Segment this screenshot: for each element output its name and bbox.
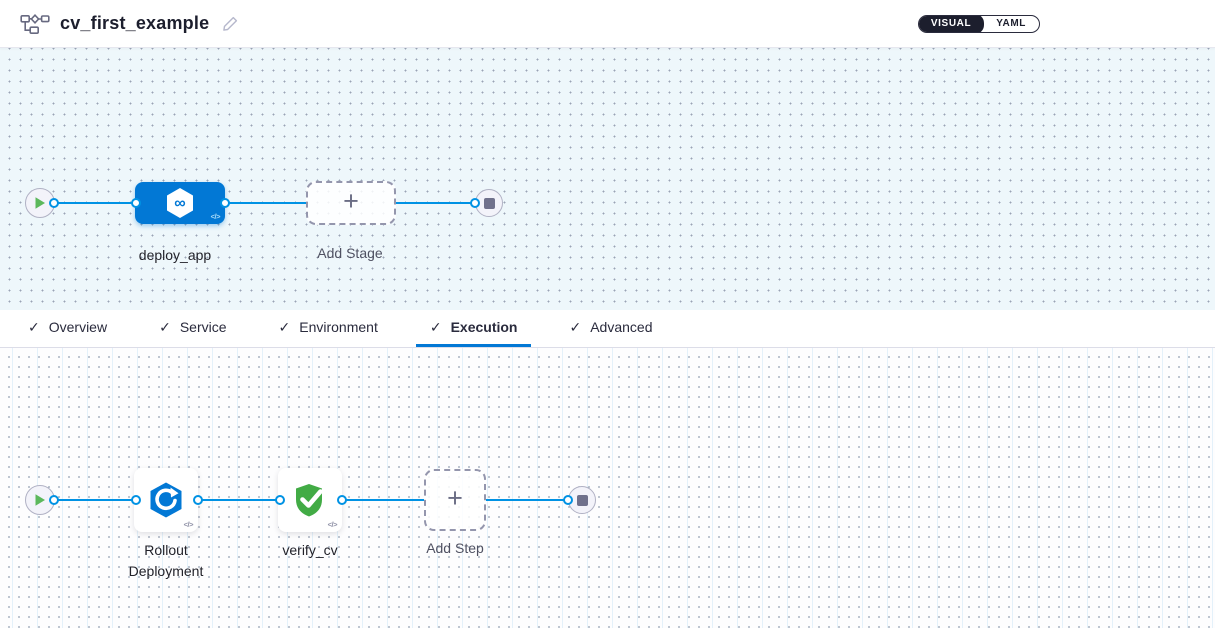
check-icon: ✓ (278, 318, 291, 335)
tab-label: Overview (48, 319, 108, 335)
execution-end-node[interactable] (568, 486, 596, 514)
tab-label: Advanced (590, 319, 653, 335)
code-icon: </> (327, 520, 338, 529)
visual-toggle-button[interactable]: VISUAL (918, 15, 985, 32)
verify-shield-check-icon (296, 484, 323, 517)
connector-endpoint (49, 198, 59, 208)
connector-endpoint (470, 198, 480, 208)
tab-label: Environment (299, 319, 378, 335)
connector-line (486, 499, 568, 501)
check-icon: ✓ (569, 318, 582, 335)
stage-canvas[interactable]: ∞ </> + deploy_app Add Stage (0, 48, 1215, 310)
studio-header: cv_first_example VISUAL YAML (0, 0, 1215, 48)
execution-start-node[interactable] (25, 485, 55, 515)
connector-line (342, 499, 424, 501)
code-icon: </> (183, 520, 194, 529)
svg-text:∞: ∞ (174, 195, 185, 212)
tab-label: Execution (450, 319, 518, 335)
step-label: verify_cv (282, 542, 338, 558)
tab-label: Service (179, 319, 227, 335)
tab-overview[interactable]: ✓ Overview (14, 310, 121, 347)
add-stage-label: Add Stage (317, 245, 383, 261)
add-step-button[interactable]: + (424, 469, 486, 531)
connector-endpoint (131, 198, 141, 208)
stage-label: deploy_app (138, 247, 212, 263)
play-icon (35, 197, 45, 209)
pipeline-title: cv_first_example (60, 13, 210, 33)
yaml-toggle-button[interactable]: YAML (983, 16, 1039, 32)
plus-icon: + (447, 483, 463, 513)
connector-endpoint (193, 495, 203, 505)
step-node-verify-cv[interactable]: </> (278, 468, 342, 532)
check-icon: ✓ (429, 318, 442, 335)
check-icon: ✓ (159, 318, 171, 335)
pipeline-graph-icon (20, 13, 50, 35)
stage-node-deploy-app[interactable]: ∞ </> (135, 182, 225, 224)
step-label: Rollout Deployment (128, 542, 204, 579)
connector-endpoint (337, 495, 347, 505)
add-stage-button[interactable]: + (306, 181, 396, 225)
view-toggle: VISUAL YAML (917, 14, 1040, 33)
check-icon: ✓ (28, 318, 40, 335)
stop-icon (576, 494, 588, 506)
connector-line (225, 202, 307, 204)
connector-endpoint (563, 495, 573, 505)
plus-icon: + (343, 186, 359, 216)
code-icon: </> (210, 212, 221, 221)
connector-endpoint (131, 495, 141, 505)
connector-endpoint (220, 198, 230, 208)
connector-line (198, 499, 280, 501)
connector-line (396, 202, 476, 204)
stage-config-tabs: ✓ Overview ✓ Service ✓ Environment ✓ Exe… (0, 310, 1215, 348)
tab-execution[interactable]: ✓ Execution (415, 310, 532, 347)
tab-advanced[interactable]: ✓ Advanced (555, 310, 666, 347)
tab-service[interactable]: ✓ Service (145, 310, 240, 347)
connector-line (54, 202, 136, 204)
connector-endpoint (49, 495, 59, 505)
rollout-deployment-icon (150, 482, 182, 518)
tab-environment[interactable]: ✓ Environment (265, 310, 392, 347)
play-icon (35, 494, 45, 506)
edit-pencil-icon[interactable] (221, 15, 239, 33)
execution-canvas[interactable]: </> </> + Rollout Deployment verify_cv A… (0, 348, 1215, 628)
step-node-rollout-deployment[interactable]: </> (134, 468, 198, 532)
stop-icon (483, 197, 495, 209)
cd-hexagon-infinity-icon: ∞ (167, 188, 193, 218)
connector-line (54, 499, 136, 501)
connector-endpoint (275, 495, 285, 505)
add-step-label: Add Step (426, 540, 484, 556)
